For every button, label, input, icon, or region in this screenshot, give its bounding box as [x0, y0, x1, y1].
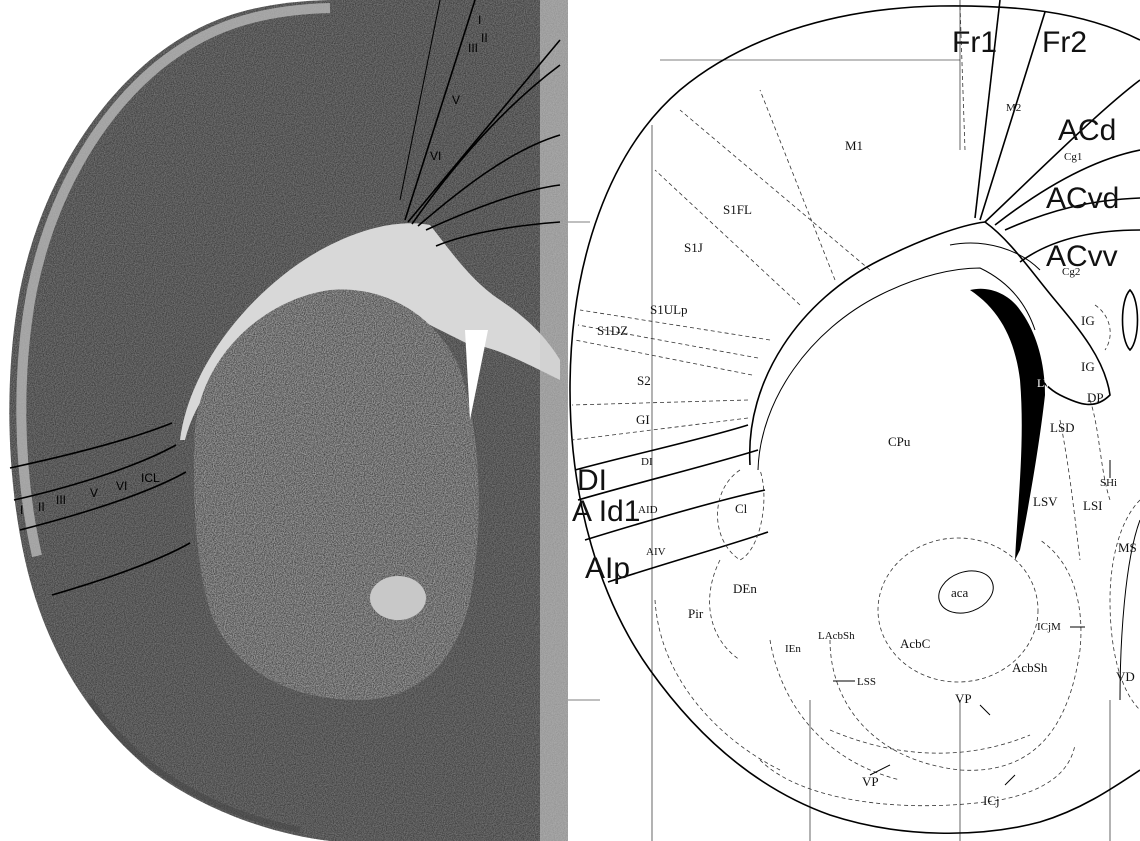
label-acvd: ACvd: [1046, 182, 1119, 215]
label-lsd: LSD: [1050, 420, 1075, 435]
layer-label-top-vi: VI: [430, 149, 441, 163]
layer-label-bottom-ii: II: [38, 500, 45, 514]
label-ig-upper: IG: [1081, 313, 1095, 328]
layer-label-bottom-vi: VI: [116, 479, 127, 493]
label-acvv: ACvv: [1046, 240, 1118, 273]
label-s1j: S1J: [684, 240, 703, 255]
layer-label-top-iii: III: [468, 41, 478, 55]
label-s1dz: S1DZ: [597, 323, 628, 338]
label-gi: GI: [636, 412, 650, 427]
label-ien: IEn: [785, 643, 801, 655]
label-vp-right: VP: [955, 691, 972, 706]
label-icjm: ICjM: [1037, 621, 1061, 633]
label-den: DEn: [733, 581, 757, 596]
label-cl: Cl: [735, 501, 748, 516]
layer-label-bottom-v: V: [90, 486, 98, 500]
label-pir: Pir: [688, 606, 704, 621]
label-s1fl: S1FL: [723, 202, 752, 217]
label-cg2: Cg2: [1062, 266, 1080, 278]
label-s2: S2: [637, 373, 651, 388]
label-acbsh: AcbSh: [1012, 660, 1048, 675]
label-vp-left: VP: [862, 774, 879, 789]
label-fr1: Fr1: [952, 26, 997, 59]
label-aid: AID: [638, 504, 658, 516]
label-fr2: Fr2: [1042, 26, 1087, 59]
label-lv: LV: [1037, 376, 1052, 390]
label-di-large: DI: [577, 464, 607, 497]
layer-label-top-i: I: [478, 13, 481, 27]
layer-label-bottom-iii: III: [56, 493, 66, 507]
label-lsi: LSI: [1083, 498, 1103, 513]
label-cpu: CPu: [888, 434, 911, 449]
label-icj: ICj: [983, 793, 1000, 808]
label-s1ulp: S1ULp: [650, 302, 688, 317]
lateral-ventricle: [970, 289, 1045, 560]
label-lsv: LSV: [1033, 494, 1058, 509]
label-aip: AIp: [585, 552, 630, 585]
label-acd: ACd: [1058, 114, 1116, 147]
label-ig-lower: IG: [1081, 359, 1095, 374]
layer-label-top-v: V: [452, 93, 460, 107]
label-m1: M1: [845, 138, 863, 153]
label-cg1: Cg1: [1064, 151, 1082, 163]
label-aiv: AIV: [646, 546, 666, 558]
label-vd: VD: [1116, 669, 1135, 684]
label-lss: LSS: [857, 676, 876, 688]
label-aca: aca: [951, 585, 969, 600]
layer-label-bottom-icl: ICL: [141, 471, 160, 485]
atlas-plate: Fr1 Fr2 ACd ACvd ACvv DI A Id1 AIp M1 M2…: [568, 0, 1140, 841]
lateral-cortex-dashes: [572, 5, 965, 440]
layer-label-top-ii: II: [481, 31, 488, 45]
leader-lines: [833, 460, 1110, 785]
label-aid1: A Id1: [572, 495, 640, 528]
label-di-small: DI: [641, 456, 653, 468]
nissl-section: I II III V VI I II III V VI ICL: [9, 0, 568, 841]
label-dp: DP: [1087, 390, 1104, 405]
label-ms: MS: [1118, 540, 1137, 555]
label-shi: SHi: [1100, 477, 1117, 489]
subcortical-dashes: [655, 305, 1140, 806]
label-m2: M2: [1006, 102, 1021, 114]
label-acbc: AcbC: [900, 636, 930, 651]
layer-label-bottom-i: I: [20, 503, 23, 517]
label-lacbsh: LAcbSh: [818, 630, 855, 642]
